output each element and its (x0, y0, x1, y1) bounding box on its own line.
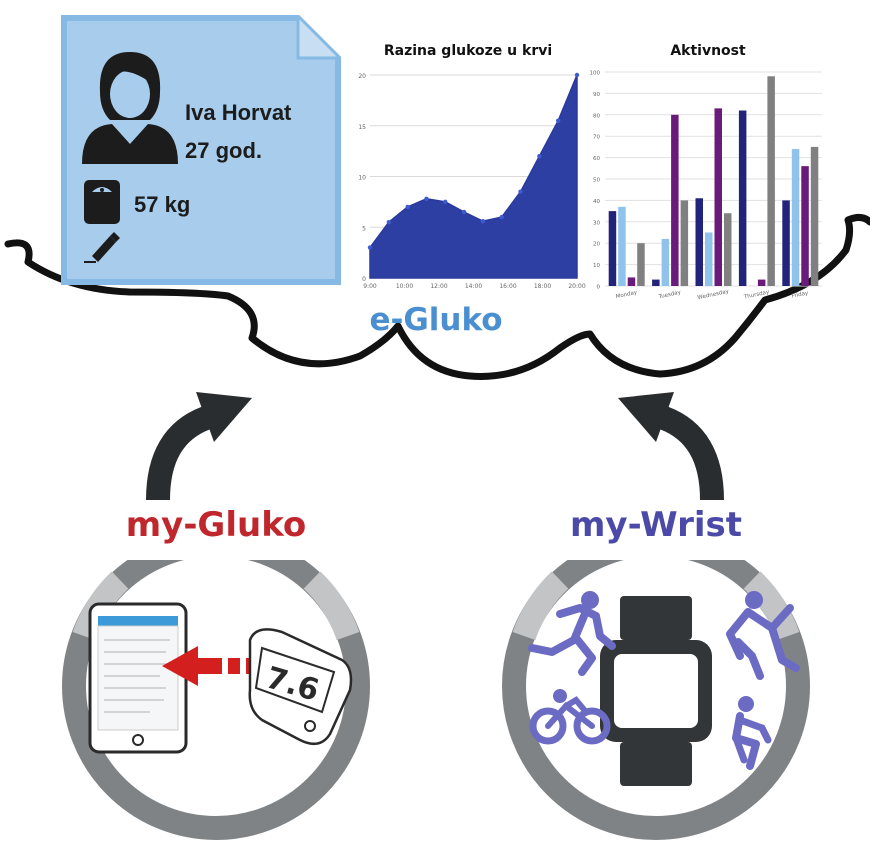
activity-bars (608, 76, 819, 287)
y-tick-label: 100 (590, 71, 601, 77)
x-tick-label: 12:00 (430, 283, 447, 290)
activity-chart-title: Aktivnost (670, 43, 746, 59)
my-wrist-label: my-Wrist (570, 505, 742, 545)
y-tick-label: 0 (362, 276, 366, 283)
app-name: e-Gluko (369, 302, 502, 338)
y-tick-label: 60 (593, 156, 600, 162)
glucose-chart-y-ticks: 20 15 10 5 0 (358, 73, 366, 283)
glucose-chart-title: Razina glukoze u krvi (384, 43, 552, 59)
y-tick-label: 70 (593, 135, 600, 141)
x-tick-label: Tuesday (657, 290, 682, 301)
y-tick-label: 80 (593, 113, 600, 119)
activity-bar (661, 238, 670, 286)
activity-bar (767, 76, 775, 286)
x-tick-label: 14:00 (465, 283, 482, 290)
profile-name: Iva Horvat (185, 100, 292, 125)
activity-bar (695, 198, 703, 286)
y-tick-label: 20 (358, 73, 366, 80)
activity-bar (782, 200, 790, 286)
glucose-point (424, 196, 429, 202)
x-tick-label: Monday (615, 290, 638, 301)
x-tick-label: 16:00 (499, 283, 516, 290)
activity-bar (652, 279, 660, 286)
x-tick-label: 18:00 (534, 283, 551, 290)
glucose-chart: Razina glukoze u krvi 20 15 10 5 0 9:00 10:00… (358, 43, 585, 290)
glucose-point (574, 72, 580, 78)
x-tick-label: Thursday (743, 289, 771, 301)
user-icon (82, 52, 178, 164)
arrow-right (618, 392, 724, 501)
activity-bar (801, 166, 809, 286)
glucose-point (537, 154, 542, 159)
x-tick-label: 9:00 (363, 283, 377, 290)
stretching-icon (726, 591, 800, 680)
glucose-point (405, 204, 410, 210)
glucose-chart-x-ticks: 9:00 10:00 12:00 14:00 16:00 18:00 20:00 (363, 283, 586, 290)
y-tick-label: 10 (358, 175, 366, 182)
activity-bar (637, 243, 645, 286)
activity-bar (757, 279, 766, 286)
activity-bar (810, 146, 819, 286)
glucometer-icon: 7.6 (248, 628, 353, 746)
my-gluko-label: my-Gluko (126, 505, 307, 545)
x-tick-label: Friday (791, 290, 809, 299)
y-tick-label: 90 (593, 92, 600, 98)
profile-weight: 57 kg (134, 192, 190, 217)
y-tick-label: 10 (593, 263, 600, 269)
x-tick-label: 20:00 (568, 283, 585, 290)
activity-bar (608, 211, 617, 286)
y-tick-label: 20 (593, 242, 600, 248)
arrow-left (146, 392, 252, 501)
x-tick-label: Wednesday (697, 289, 730, 302)
glucose-point (443, 199, 448, 205)
glucose-point (555, 118, 561, 123)
activity-bar (791, 149, 800, 286)
glucose-point (367, 245, 373, 250)
runner-icon (528, 591, 616, 676)
activity-bar (738, 110, 747, 287)
activity-bar (705, 232, 713, 286)
x-tick-label: 10:00 (396, 283, 413, 290)
glucose-point (386, 219, 392, 225)
phone-icon (88, 602, 188, 754)
y-tick-label: 40 (593, 199, 600, 205)
cyclist-icon (529, 689, 611, 745)
y-tick-label: 0 (597, 285, 601, 291)
y-tick-label: 5 (362, 225, 366, 232)
activity-bar (680, 200, 689, 286)
activity-bar (714, 108, 722, 286)
glucose-point (480, 218, 486, 224)
pen-icon[interactable] (84, 232, 120, 263)
glucose-point (499, 214, 504, 220)
y-tick-label: 30 (593, 220, 600, 226)
cloud (4, 213, 870, 380)
y-tick-label: 15 (358, 124, 366, 131)
my-wrist-device: my-Wrist (502, 505, 810, 840)
profile-age: 27 god. (185, 138, 262, 163)
smartwatch-icon (600, 596, 712, 786)
activity-bar (627, 277, 636, 286)
glucose-point (518, 189, 523, 194)
profile-card: Iva Horvat 27 god. 57 kg (61, 15, 341, 285)
activity-bar (671, 114, 679, 286)
scale-icon (84, 180, 120, 224)
activity-bar (618, 206, 626, 286)
glucose-points (367, 72, 580, 250)
glucose-point (461, 209, 467, 215)
y-tick-label: 50 (593, 178, 600, 184)
my-gluko-device: my-Gluko 7.6 (62, 505, 370, 840)
squat-icon (732, 696, 772, 770)
activity-bar (724, 213, 732, 286)
